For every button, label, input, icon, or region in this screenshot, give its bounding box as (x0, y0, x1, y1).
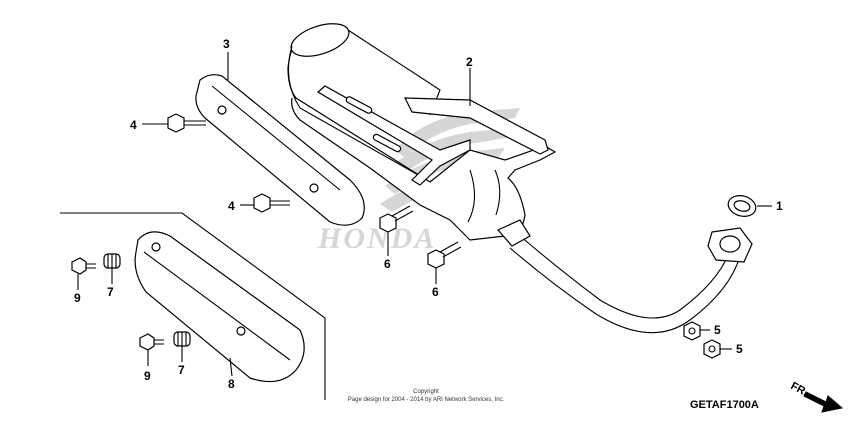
gasket-part (727, 195, 757, 217)
callout-7-upper: 7 (107, 285, 114, 299)
copyright-line: Page design for 2004 - 2014 by ARI Netwo… (348, 397, 505, 403)
callout-5-lower: 5 (736, 342, 743, 356)
callout-4-lower: 4 (228, 199, 235, 213)
copyright-title: Copyright (413, 389, 439, 395)
bolt-4-upper (167, 113, 206, 133)
collar-7-lower (173, 331, 191, 347)
screw-9-upper (71, 257, 96, 275)
heat-protector-upper (195, 74, 365, 226)
callout-6-right: 6 (432, 285, 439, 299)
callout-3: 3 (223, 37, 230, 51)
callout-6-left: 6 (384, 257, 391, 271)
callout-5-upper: 5 (714, 323, 721, 337)
callout-1: 1 (776, 199, 783, 213)
panel-boundary (60, 212, 326, 400)
nut-5-lower (703, 339, 721, 359)
heat-protector-lower (134, 231, 305, 383)
callout-8: 8 (228, 377, 235, 391)
callout-9-upper: 9 (74, 291, 81, 305)
callout-4-upper: 4 (130, 118, 137, 132)
copyright-notice: Copyright Page design for 2004 - 2014 by… (348, 389, 505, 403)
bolt-6-right (427, 241, 462, 269)
callout-labels: 1 2 3 4 4 5 5 6 6 7 7 8 9 9 (74, 37, 783, 391)
leader-lines (77, 52, 772, 377)
muffler-body (287, 23, 557, 241)
front-direction-arrow: FR. (789, 380, 844, 413)
bolt-4-lower (253, 193, 290, 213)
exhaust-pipe (497, 219, 753, 334)
callout-7-lower: 7 (178, 363, 185, 377)
bolt-6-left (379, 205, 414, 233)
nut-5-upper (683, 321, 701, 341)
callout-2: 2 (466, 55, 473, 69)
callout-9-lower: 9 (144, 369, 151, 383)
diagram-code: GETAF1700A (690, 399, 759, 411)
screw-9-lower (139, 333, 164, 351)
collar-7-upper (103, 253, 121, 269)
watermark-text: HONDA (317, 222, 436, 255)
